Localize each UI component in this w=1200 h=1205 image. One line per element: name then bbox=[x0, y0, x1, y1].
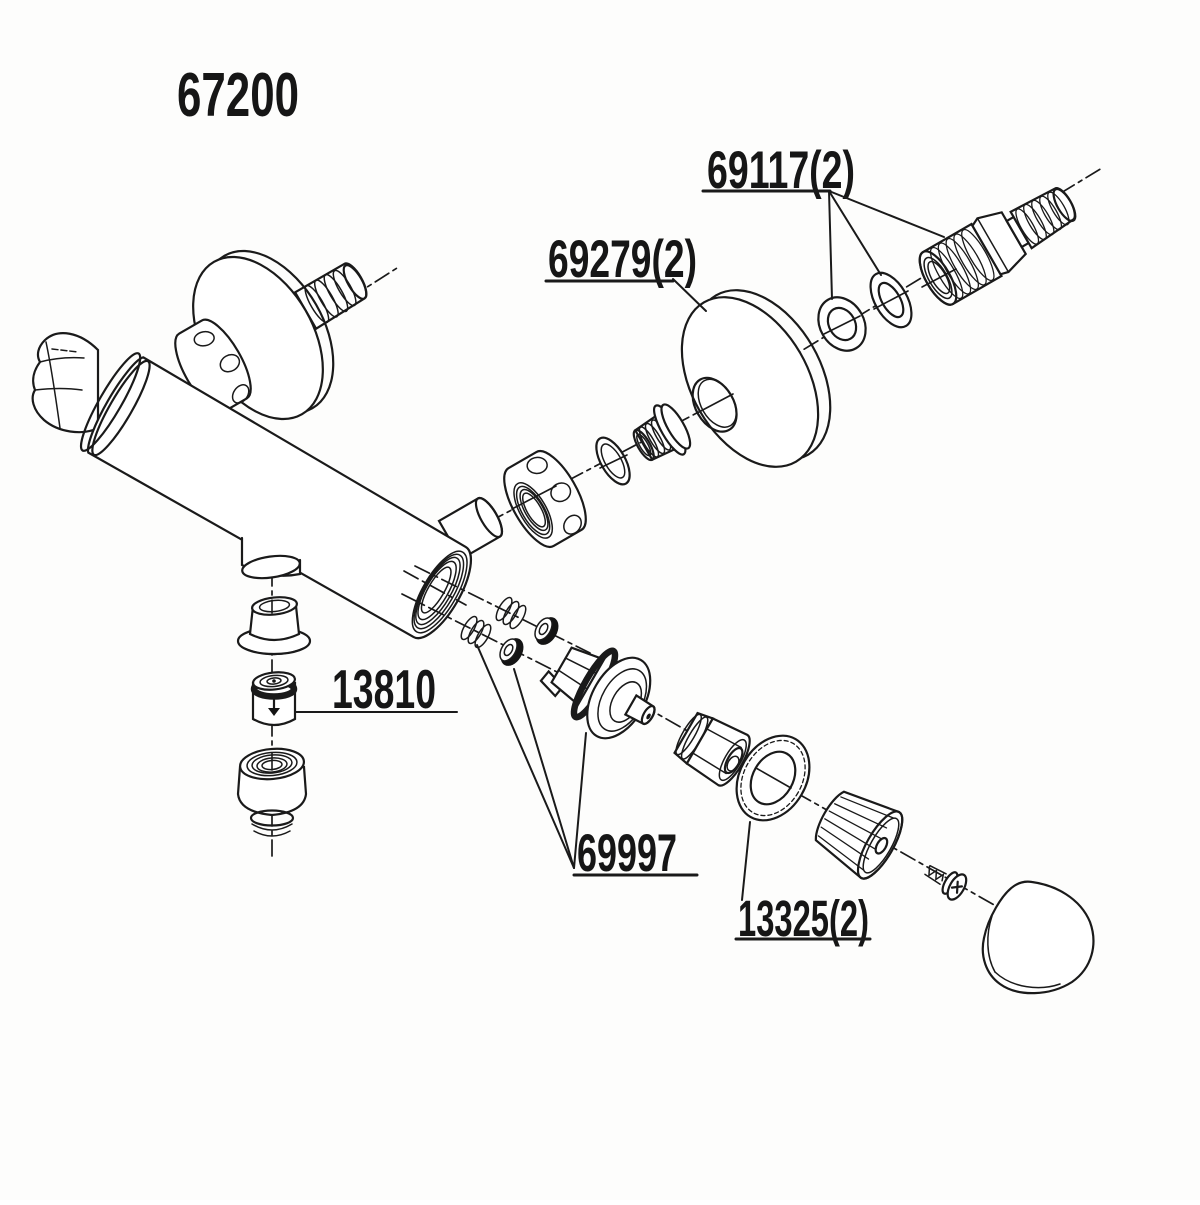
label-69997: 69997 bbox=[577, 824, 677, 883]
spring-lower bbox=[460, 615, 492, 649]
spring-upper bbox=[495, 596, 527, 630]
seal-lower bbox=[499, 638, 524, 666]
wall-nipple bbox=[918, 187, 1077, 306]
connection-nut-right bbox=[503, 450, 587, 548]
handle-knob bbox=[814, 790, 904, 880]
check-valve bbox=[250, 671, 298, 727]
handle-cap bbox=[981, 880, 1095, 995]
inlet-tailpiece bbox=[632, 403, 692, 462]
thermostatic-cartridge bbox=[539, 646, 656, 740]
leader-lines bbox=[295, 189, 945, 941]
label-13810: 13810 bbox=[332, 658, 436, 720]
labels: 67200 69117(2) 69279(2) 13810 69997 1332… bbox=[177, 61, 869, 947]
outlet-bushing bbox=[236, 596, 312, 656]
outlet-stub bbox=[240, 536, 302, 580]
temperature-handle bbox=[31, 332, 100, 434]
left-inlet-stub bbox=[293, 262, 368, 331]
handle-screw bbox=[924, 864, 968, 901]
flat-washer-1 bbox=[817, 296, 867, 352]
seal-upper bbox=[534, 617, 559, 645]
bonnet-nut bbox=[673, 711, 751, 787]
main-body bbox=[79, 352, 473, 640]
page-title: 67200 bbox=[177, 61, 299, 130]
axis-hole-segments bbox=[271, 268, 957, 789]
